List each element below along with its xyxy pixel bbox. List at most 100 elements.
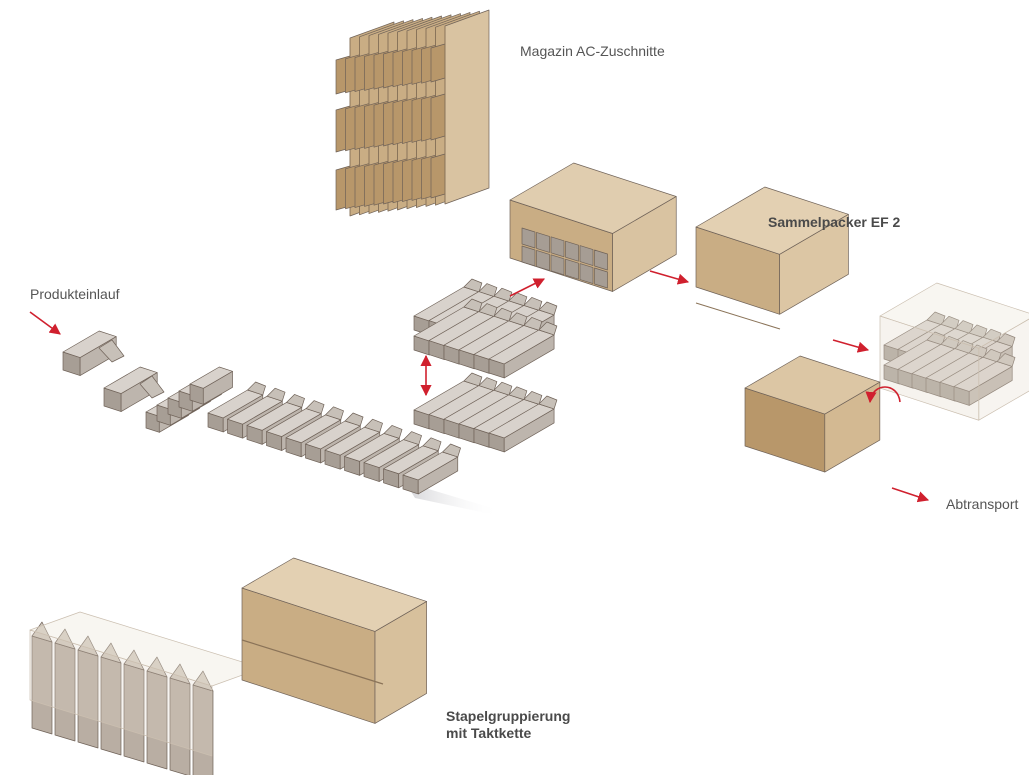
carton-row-gable: [305, 400, 325, 414]
wrapped-carton-gable: [968, 324, 988, 339]
arrow-to-carton: [509, 278, 546, 297]
wrapped-carton-gable: [996, 333, 1016, 347]
carton-single-2-gable: [139, 375, 165, 399]
wrapped-carton: [953, 353, 1016, 406]
content-carton-face: [521, 227, 536, 249]
arrow-to-wrap: [832, 339, 870, 353]
label-abtransport: Abtransport: [946, 496, 1019, 512]
label-magazin: Magazin AC-Zuschnitte: [520, 43, 665, 59]
carton-single-1-gable: [98, 339, 125, 363]
wrapped-carton-gable: [982, 348, 1002, 363]
wrapped-carton-gable: [996, 353, 1016, 367]
arrow-produkteinlauf: [29, 311, 61, 335]
blank-flap: [430, 153, 446, 199]
stack-lower-carton-gable: [463, 372, 483, 387]
carton-tilt: [189, 366, 233, 405]
flow-arrows: [29, 270, 930, 503]
legend-carton-gable: [31, 621, 53, 643]
arrow-to-closer: [649, 270, 690, 285]
legend-carton-gable: [169, 663, 191, 685]
wrapped-carton-gable: [926, 311, 946, 326]
wrapped-carton-gable: [954, 340, 974, 354]
final-carton: [744, 355, 881, 473]
closed-carton: [695, 186, 849, 315]
carton-row-gable: [403, 431, 422, 445]
carton-row-gable: [364, 418, 383, 433]
label-stapel-line1: Stapelgruppierung: [446, 708, 571, 724]
legend-carton-top: [241, 557, 427, 632]
stack-upper-carton-gable: [538, 321, 558, 336]
stack-lower-carton-gable: [508, 386, 528, 401]
legend-stack: [29, 611, 263, 775]
stack-upper-carton-gable: [508, 312, 528, 327]
wrapped-stack: [883, 311, 1016, 406]
content-carton-face: [594, 267, 608, 289]
closed-carton-seam: [695, 302, 781, 330]
wrapped-carton-gable: [982, 328, 1002, 343]
blank-flap: [430, 43, 446, 83]
stack-upper-carton-gable: [463, 298, 483, 313]
blank-magazine: [335, 9, 490, 217]
carton-row-gable: [442, 443, 461, 458]
wrapped-carton-gable: [940, 335, 960, 350]
legend-carton-gable: [146, 656, 168, 678]
arrow-rotate: [865, 386, 901, 404]
conveyor-shadow: [405, 482, 500, 516]
product-stacks: [413, 278, 558, 453]
content-carton-face: [579, 245, 594, 266]
stack-lower-carton-gable: [523, 391, 543, 405]
content-carton-face: [565, 258, 579, 280]
wrap-film-top: [879, 282, 1029, 349]
carton-row: [402, 443, 461, 495]
content-carton-face: [550, 254, 565, 276]
label-stapelgruppierung: Stapelgruppierung mit Taktkette: [446, 708, 570, 742]
legend-carton-gable: [54, 628, 76, 650]
carton-row-gable: [247, 381, 266, 396]
content-carton-face: [550, 236, 565, 258]
legend-carton: [241, 557, 427, 724]
stack-upper-carton-gable: [538, 301, 558, 316]
legend-carton-gable: [192, 670, 214, 692]
stack-upper-carton-gable: [508, 292, 528, 307]
label-produkteinlauf: Produkteinlauf: [30, 286, 120, 302]
stack-lower-carton-gable: [493, 381, 513, 396]
stack-upper-carton-gable: [478, 303, 498, 317]
content-carton-face: [594, 249, 608, 271]
stack-upper-carton-gable: [493, 287, 513, 302]
stack-upper-carton-gable: [463, 278, 483, 293]
carton-row-gable: [344, 412, 364, 427]
blank-flap: [430, 93, 446, 141]
label-sammelpacker: Sammelpacker EF 2: [768, 214, 901, 230]
content-carton-face: [579, 263, 594, 284]
arrow-abtransport: [891, 487, 930, 503]
legend-carton-gable: [77, 635, 99, 657]
stack-lower-carton: [488, 395, 558, 453]
blank-sheet: [430, 9, 490, 205]
stack-lower-carton-gable: [538, 395, 558, 410]
carton-single-2-top: [103, 366, 158, 394]
legend-carton-seam: [241, 639, 384, 685]
content-carton-face: [536, 232, 550, 253]
final-carton-top: [744, 355, 881, 415]
wrap-film: [879, 282, 1029, 421]
open-carton-top: [509, 162, 677, 234]
carton-row-gable: [286, 394, 305, 408]
wrapped-carton-gable: [926, 331, 946, 346]
stack-upper-carton-gable: [523, 297, 543, 311]
label-stapel-line2: mit Taktkette: [446, 725, 532, 741]
carton-single-1-top: [62, 330, 117, 358]
open-carton-contents: [521, 227, 608, 289]
carton-row-gable: [266, 387, 286, 402]
stack-upper-carton-gable: [478, 283, 498, 297]
stack-upper-carton-gable: [493, 307, 513, 322]
product-infeed: [62, 330, 500, 516]
wrapped-carton-gable: [940, 315, 960, 330]
wrapped-carton-gable: [954, 320, 974, 334]
stack-lower-carton-gable: [478, 377, 498, 391]
content-carton-face: [565, 240, 579, 262]
closed-carton-top: [695, 186, 849, 255]
stack-upper-carton: [488, 321, 558, 379]
legend-carton-gable: [123, 649, 145, 671]
cartons: [29, 162, 1029, 775]
